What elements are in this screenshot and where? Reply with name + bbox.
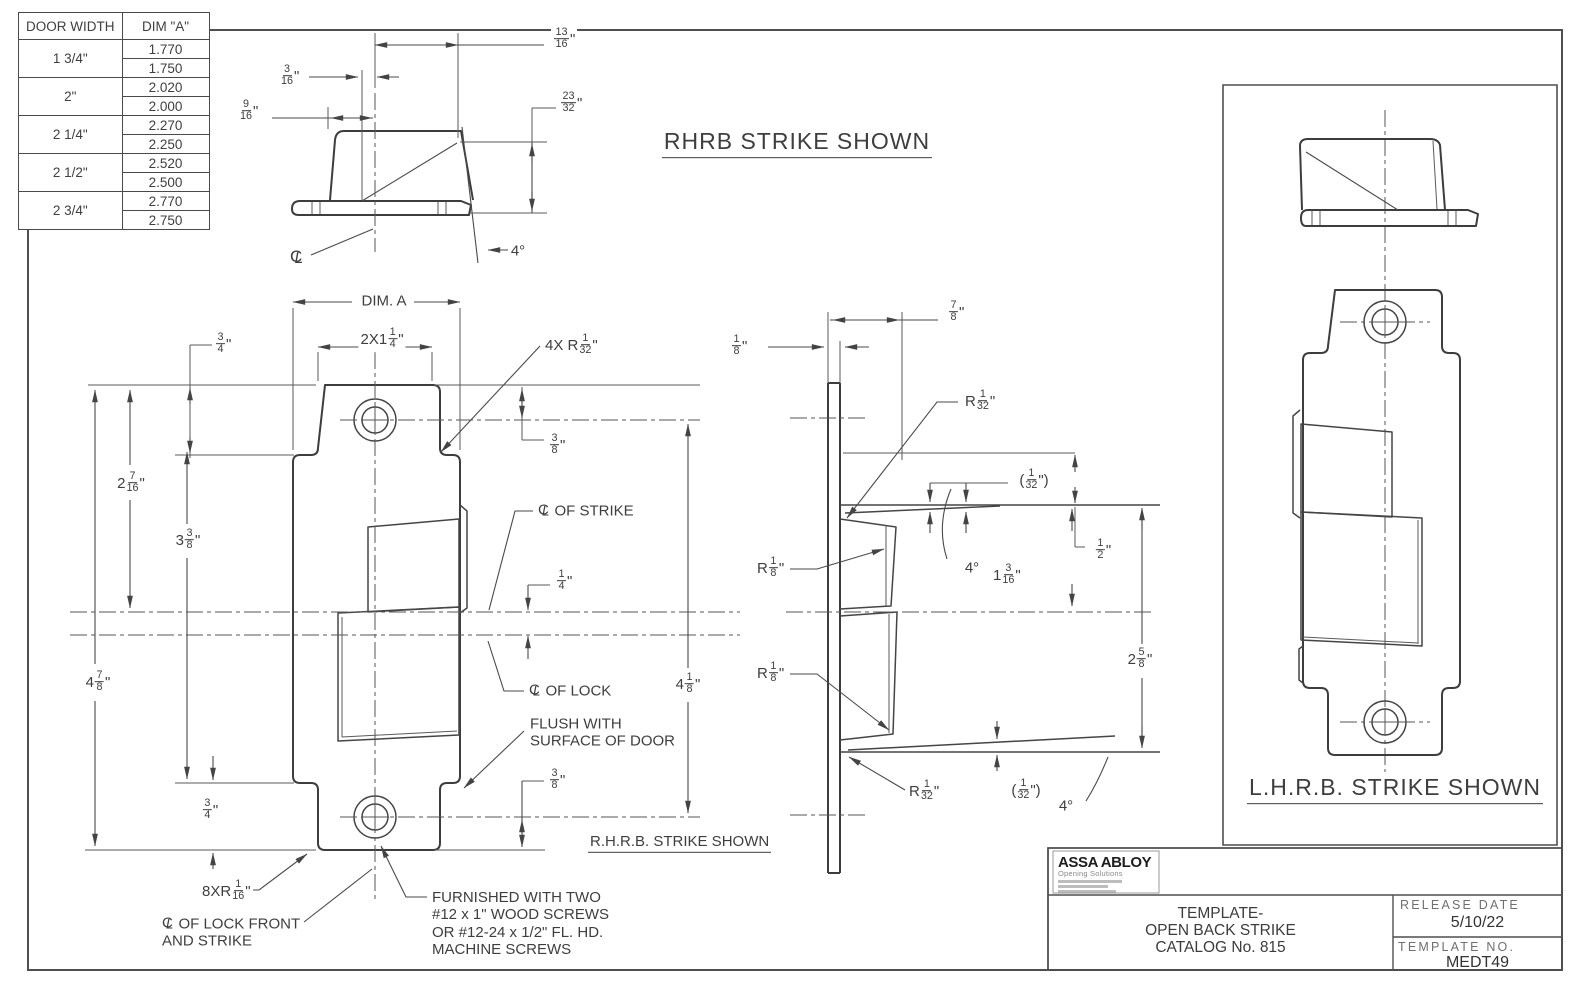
release-date-value: 5/10/22: [1450, 914, 1505, 931]
dim-a-max-cell: 2.520: [121, 153, 210, 173]
table-row: 2.750: [19, 210, 210, 230]
table-row: 2 1/4"2.270: [18, 115, 210, 154]
template-no-label: TEMPLATE NO.: [1398, 940, 1516, 954]
table-row: 1.750: [19, 58, 210, 78]
door-width-cell: 2 3/4": [18, 191, 123, 230]
table-row: 2"2.020: [18, 77, 210, 116]
dim-a-max-cell: 1.770: [121, 39, 210, 59]
title-lhrb: L.H.R.B. STRIKE SHOWN: [1247, 774, 1543, 804]
dim-4deg-side-bottom: 4°: [1056, 797, 1076, 815]
title-block-lines: [1048, 848, 1562, 970]
door-width-cell: 2": [18, 77, 123, 116]
drawing-title-line: OPEN BACK STRIKE: [1145, 922, 1296, 939]
dim-a-min-cell: 2.750: [121, 210, 210, 230]
template-no-value: MEDT49: [1445, 954, 1510, 971]
door-width-cell: 2 1/4": [18, 115, 123, 154]
dim-4deg-side-top: 4°: [962, 559, 982, 577]
table-row: 2 3/4"2.770: [18, 191, 210, 230]
sheet-border: [28, 30, 1562, 970]
dim-a-min-cell: 1.750: [121, 58, 210, 78]
door-width-cell: 2 1/2": [18, 153, 123, 192]
title-rhrb-small: R.H.R.B. STRIKE SHOWN: [588, 832, 772, 854]
table-row: 1 3/4"1.770: [18, 39, 210, 78]
drawing-title-line: CATALOG No. 815: [1155, 939, 1286, 956]
col-header-door-width: DOOR WIDTH: [18, 12, 123, 40]
dim-a-min-cell: 2.000: [121, 96, 210, 116]
dim-a-min-cell: 2.250: [121, 134, 210, 154]
title-rhrb: RHRB STRIKE SHOWN: [661, 128, 933, 158]
door-width-cell: 1 3/4": [18, 39, 123, 78]
col-header-dim-a: DIM "A": [121, 12, 210, 40]
profile-view: [272, 33, 556, 263]
fine-print-line: [1058, 890, 1116, 893]
dim-a-max-cell: 2.020: [121, 77, 210, 97]
fine-print-line: [1058, 880, 1122, 883]
side-view: [768, 312, 1160, 873]
lhrb-panel: [1223, 85, 1557, 845]
fine-print-line: [1058, 885, 1108, 888]
dim-a-min-cell: 2.500: [121, 172, 210, 192]
dim-4deg-profile: 4°: [508, 242, 528, 260]
brand-tagline: Opening Solutions: [1058, 869, 1123, 878]
release-date-label: RELEASE DATE: [1400, 898, 1520, 912]
front-view-rhrb: [70, 299, 740, 922]
dim-a-max-cell: 2.770: [121, 191, 210, 211]
table-row: 2 1/2"2.520: [18, 153, 210, 192]
brand-logo: ASSA ABLOY: [1058, 854, 1152, 871]
drawing-title-line: TEMPLATE-: [1177, 905, 1264, 922]
dim-a-max-cell: 2.270: [121, 115, 210, 135]
table-row: 2.500: [19, 172, 210, 192]
dim-a-label: DIM. A: [359, 292, 409, 310]
